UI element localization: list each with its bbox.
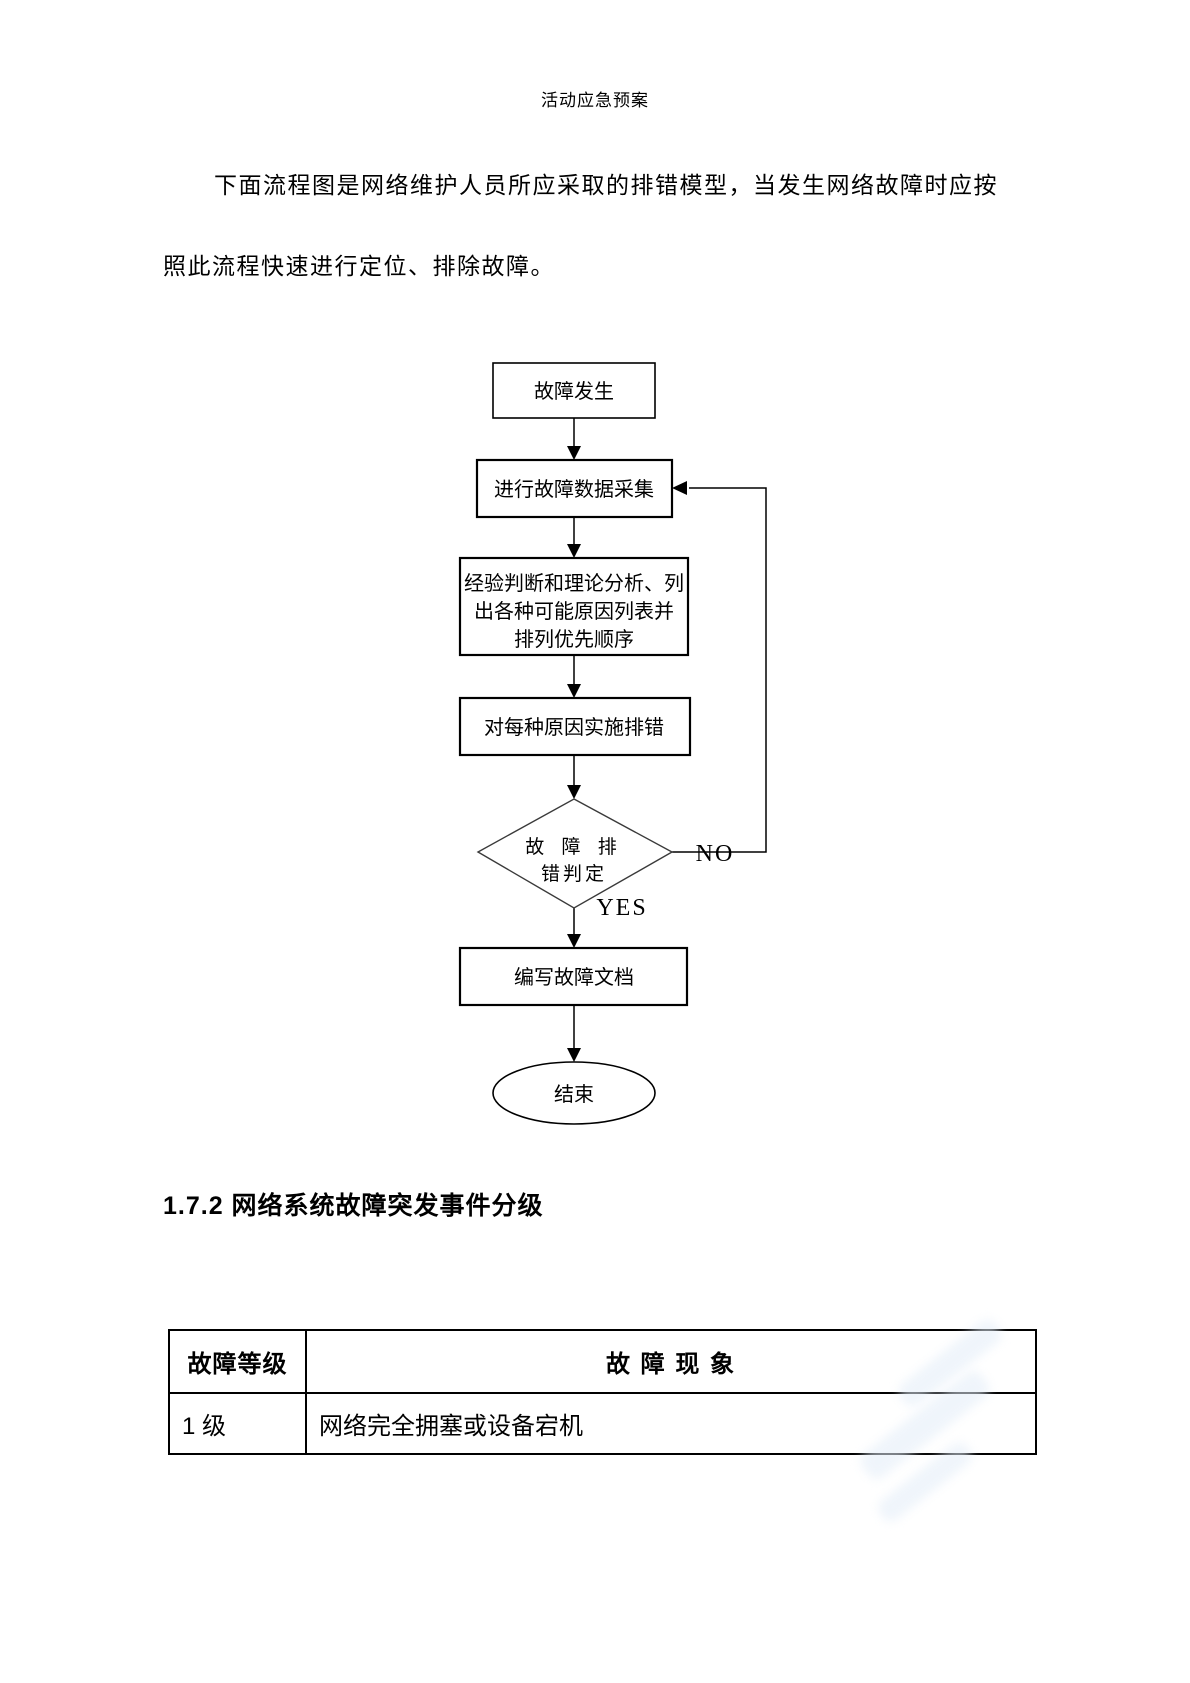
node-decision-line-1: 故 障 排 — [525, 836, 623, 858]
table-header-fault-level: 故障等级 — [168, 1329, 307, 1394]
arrowhead-start-collect — [567, 446, 581, 460]
node-collect-label: 进行故障数据采集 — [494, 478, 654, 501]
arrowhead-analyze-execute — [567, 684, 581, 698]
fault-level-table: 故障等级 故 障 现 象 1 级 网络完全拥塞或设备宕机 — [168, 1329, 1037, 1455]
intro-paragraph-line-1: 下面流程图是网络维护人员所应采取的排错模型，当发生网络故障时应按 — [214, 172, 998, 198]
node-start-label: 故障发生 — [534, 380, 614, 403]
node-decision-diamond — [476, 798, 674, 909]
node-end-ellipse — [492, 1061, 656, 1125]
table-header-fault-symptom: 故 障 现 象 — [305, 1329, 1037, 1394]
node-analyze-line-2: 出各种可能原因列表并 — [474, 600, 674, 623]
document-header-title: 活动应急预案 — [541, 91, 649, 110]
table-cell-level: 1 级 — [168, 1392, 307, 1455]
edge-decision-no-loop — [672, 487, 767, 853]
arrowhead-document-end — [567, 1048, 581, 1062]
table-header-row: 故障等级 故 障 现 象 — [168, 1329, 1037, 1394]
node-collect-box — [475, 458, 674, 519]
arrowhead-execute-decision — [567, 785, 581, 799]
arrowhead-no-loop — [672, 481, 687, 495]
node-analyze-line-3: 排列优先顺序 — [514, 628, 634, 651]
section-heading: 1.7.2 网络系统故障突发事件分级 — [163, 1192, 544, 1220]
table-row: 1 级 网络完全拥塞或设备宕机 — [168, 1392, 1037, 1455]
node-analyze-line-1: 经验判断和理论分析、列 — [464, 572, 684, 595]
node-start-box — [492, 362, 656, 419]
node-document-label: 编写故障文档 — [514, 966, 634, 989]
node-analyze-box — [458, 556, 690, 657]
table-cell-symptom: 网络完全拥塞或设备宕机 — [305, 1392, 1037, 1455]
edge-label-yes: YES — [596, 895, 647, 921]
node-decision-line-2: 错判定 — [541, 863, 607, 885]
node-document-box — [458, 946, 689, 1007]
arrowhead-collect-analyze — [567, 544, 581, 558]
node-execute-box — [458, 696, 692, 757]
node-execute-label: 对每种原因实施排错 — [484, 716, 664, 739]
intro-paragraph-line-2: 照此流程快速进行定位、排除故障。 — [163, 253, 555, 279]
edge-label-no: NO — [696, 841, 735, 867]
node-end-label: 结束 — [554, 1083, 594, 1106]
arrowhead-decision-yes — [567, 934, 581, 948]
